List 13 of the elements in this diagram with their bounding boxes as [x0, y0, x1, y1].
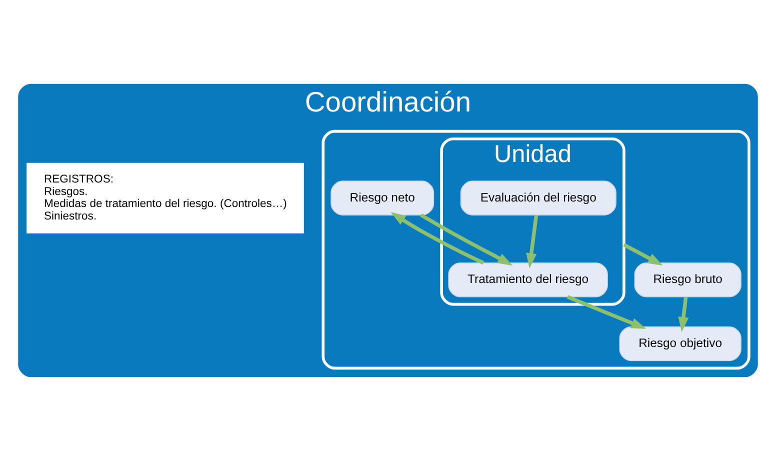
- arrow: [678, 296, 689, 332]
- arrow: [623, 243, 663, 266]
- cluster: [322, 130, 750, 370]
- arrow: [566, 295, 646, 329]
- node-box: Riesgo objetivo: [619, 326, 742, 362]
- node-box: Evaluación del riesgo: [460, 180, 616, 216]
- node-box: Riesgo bruto: [634, 262, 742, 298]
- node-box: Tratamiento del riesgo: [448, 262, 608, 298]
- node-box: Riesgo neto: [330, 180, 434, 216]
- arrow: [526, 214, 538, 268]
- arrow: [420, 213, 513, 266]
- node-box: REGISTROS: Riesgos. Medidas de tratamiento del riesgo. (Controles…) Siniestros.: [26, 162, 304, 234]
- arrow: [390, 212, 484, 265]
